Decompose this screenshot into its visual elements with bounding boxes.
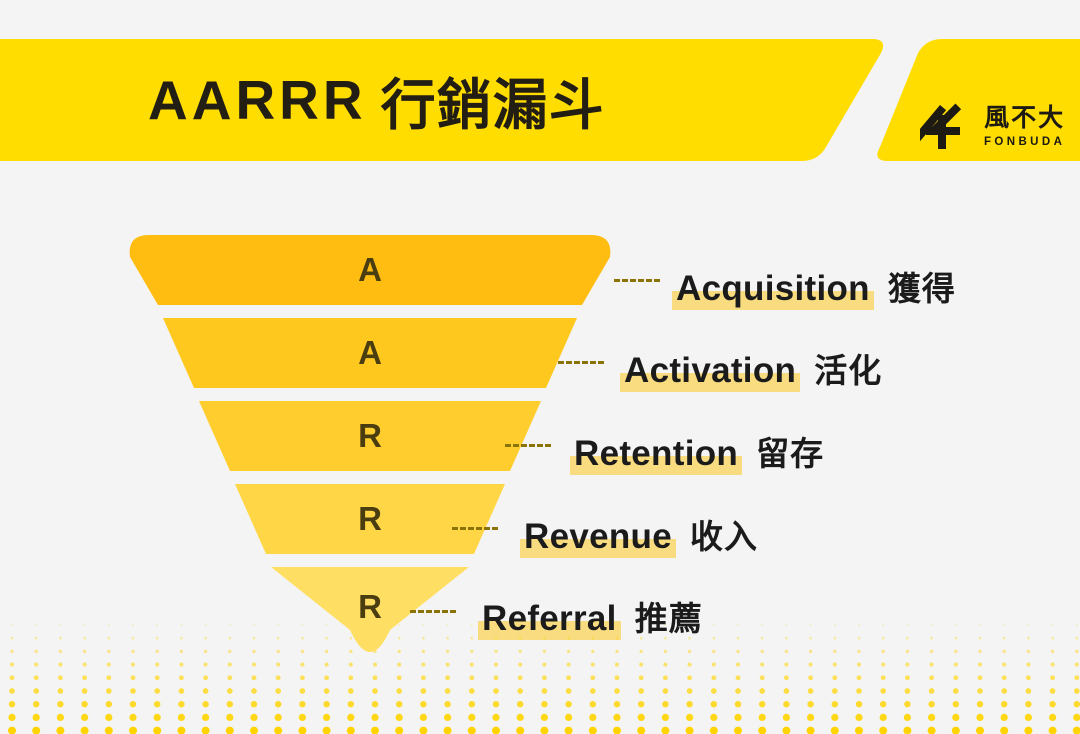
- funnel-stage-label-en: Revenue: [520, 517, 676, 558]
- label-highlight-bar: [570, 456, 743, 475]
- funnel-stage-label-en: Activation: [620, 351, 801, 392]
- funnel-stage-label-en: Referral: [478, 599, 621, 640]
- funnel-stage-label: Acquisition 獲得: [672, 262, 956, 310]
- brand-logo: 風不大 FONBUDA: [920, 101, 1065, 153]
- funnel-stage-label: Activation 活化: [620, 344, 882, 392]
- funnel-stage-letter: A: [358, 251, 382, 288]
- label-highlight-bar: [520, 539, 676, 558]
- funnel-stage-label-zh: 活化: [814, 352, 883, 389]
- funnel-stage-acquisition[interactable]: [129, 235, 611, 305]
- page-title-cjk: 行銷漏斗: [380, 74, 605, 136]
- header-banner-shape: [0, 39, 884, 161]
- page-title: AARRR 行銷漏斗: [148, 39, 605, 161]
- funnel-connector-line: [452, 527, 498, 530]
- funnel-stage-label-en: Acquisition: [672, 269, 874, 310]
- funnel-connector-line: [410, 610, 456, 613]
- funnel-stage-referral[interactable]: [271, 567, 469, 652]
- funnel-stage-label-zh: 獲得: [887, 270, 956, 307]
- logo-wordmark: 風不大 FONBUDA: [984, 103, 1066, 149]
- funnel-connector-line: [614, 279, 660, 282]
- funnel-stage-label-zh: 推薦: [634, 600, 703, 637]
- funnel-stage-letter: R: [358, 588, 382, 625]
- funnel-stage-label-zh: 留存: [756, 435, 825, 472]
- funnel-stage-letter: R: [358, 417, 382, 454]
- funnel-stage-revenue[interactable]: [235, 484, 505, 554]
- funnel-stage-label-en: Retention: [570, 434, 743, 475]
- funnel-stage-label-zh: 收入: [690, 518, 758, 555]
- funnel-stage-activation[interactable]: [163, 318, 577, 388]
- logo-name-latin: FONBUDA: [984, 135, 1066, 148]
- funnel-stage-letter: R: [358, 500, 382, 537]
- page-title-latin: AARRR: [148, 69, 367, 131]
- arrow-up-right-icon: [920, 103, 962, 149]
- funnel-stage-retention[interactable]: [199, 401, 541, 471]
- logo-name-cjk: 風不大: [984, 103, 1066, 132]
- funnel-stage-label: Revenue 收入: [520, 510, 758, 558]
- funnel-stage-label: Retention 留存: [570, 427, 824, 475]
- funnel-stage-label: Referral 推薦: [478, 592, 703, 640]
- funnel-connector-line: [505, 444, 551, 447]
- label-highlight-bar: [478, 621, 621, 640]
- funnel-connector-line: [558, 361, 604, 364]
- label-highlight-bar: [620, 373, 801, 392]
- header-banner: AARRR 行銷漏斗 風不大 FONBUDA: [0, 39, 1080, 161]
- funnel-stage-letter: A: [358, 334, 382, 371]
- label-highlight-bar: [672, 291, 874, 310]
